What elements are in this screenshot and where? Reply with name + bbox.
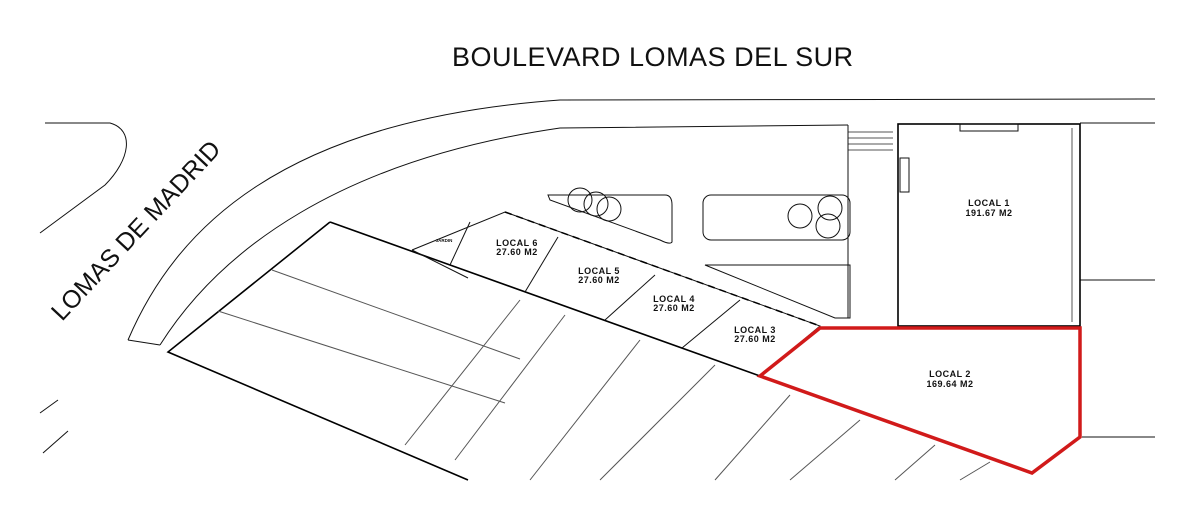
parking-stall-line — [894, 444, 936, 481]
planter-island-right — [702, 194, 851, 241]
planter-island-left — [547, 194, 673, 244]
parking-stall-line — [789, 419, 861, 481]
local-2-outline — [756, 326, 1082, 475]
unit-local-6: LOCAL 6 27.60 M2 — [496, 238, 538, 257]
parking-stall-line — [454, 314, 566, 461]
planter-island-lower — [704, 264, 851, 319]
unit-area: 191.67 M2 — [965, 208, 1012, 218]
unit-local-4: LOCAL 4 27.60 M2 — [653, 294, 695, 313]
unit-area: 27.60 M2 — [734, 334, 776, 344]
shop-divider — [604, 274, 656, 321]
boulevard-curb-outer — [127, 98, 1156, 341]
unit-local-2: LOCAL 2 169.64 M2 — [926, 369, 973, 389]
unit-area: 27.60 M2 — [653, 303, 695, 313]
unit-area: 27.60 M2 — [578, 275, 620, 285]
garden-label: JARDIN — [436, 238, 453, 243]
parking-stall-line — [217, 310, 506, 404]
sidewalk-edge — [127, 339, 161, 346]
left-street-curb — [39, 122, 127, 234]
street-name-top: BOULEVARD LOMAS DEL SUR — [452, 42, 854, 72]
left-street-edge-2 — [42, 430, 69, 454]
shop-divider — [449, 221, 471, 266]
planter-tree — [596, 196, 622, 222]
local-1-window — [899, 157, 910, 193]
unit-name: LOCAL 2 — [929, 369, 971, 379]
unit-name: LOCAL 3 — [734, 325, 776, 335]
unit-local-3: LOCAL 3 27.60 M2 — [734, 325, 776, 344]
planter-tree — [815, 213, 841, 239]
parking-stall-line — [714, 394, 791, 481]
parking-stall-line — [529, 339, 641, 481]
shop-divider — [524, 236, 559, 293]
unit-local-5: LOCAL 5 27.60 M2 — [578, 266, 620, 285]
planter-tree — [583, 191, 609, 217]
unit-name: LOCAL 6 — [496, 238, 538, 248]
unit-name: LOCAL 1 — [968, 198, 1010, 208]
local-1-outline — [897, 123, 1081, 327]
unit-local-1: LOCAL 1 191.67 M2 — [965, 198, 1012, 218]
parking-stall-line — [404, 299, 521, 446]
unit-area: 169.64 M2 — [926, 379, 973, 389]
parking-stall-line — [271, 269, 521, 360]
main-row-line — [329, 221, 761, 377]
shop-row-outline — [411, 211, 821, 377]
stairs — [847, 125, 893, 318]
planter-tree — [567, 187, 593, 213]
shop-divider — [411, 249, 469, 279]
boulevard-curb-inner — [159, 124, 849, 346]
parking-boundary — [166, 221, 469, 481]
unit-area: 27.60 M2 — [496, 247, 538, 257]
street-name-left: LOMAS DE MADRID — [46, 135, 227, 326]
parking-stall-line — [959, 461, 991, 481]
unit-name: LOCAL 5 — [578, 266, 620, 276]
left-street-edge — [39, 399, 59, 414]
planter-tree — [817, 195, 843, 221]
local-1-door — [959, 123, 1019, 132]
shop-divider — [681, 299, 741, 349]
planter-tree — [787, 203, 813, 229]
unit-name: LOCAL 4 — [653, 294, 695, 304]
parking-stall-line — [599, 364, 716, 481]
shop-row-dashed-edge — [504, 211, 821, 327]
